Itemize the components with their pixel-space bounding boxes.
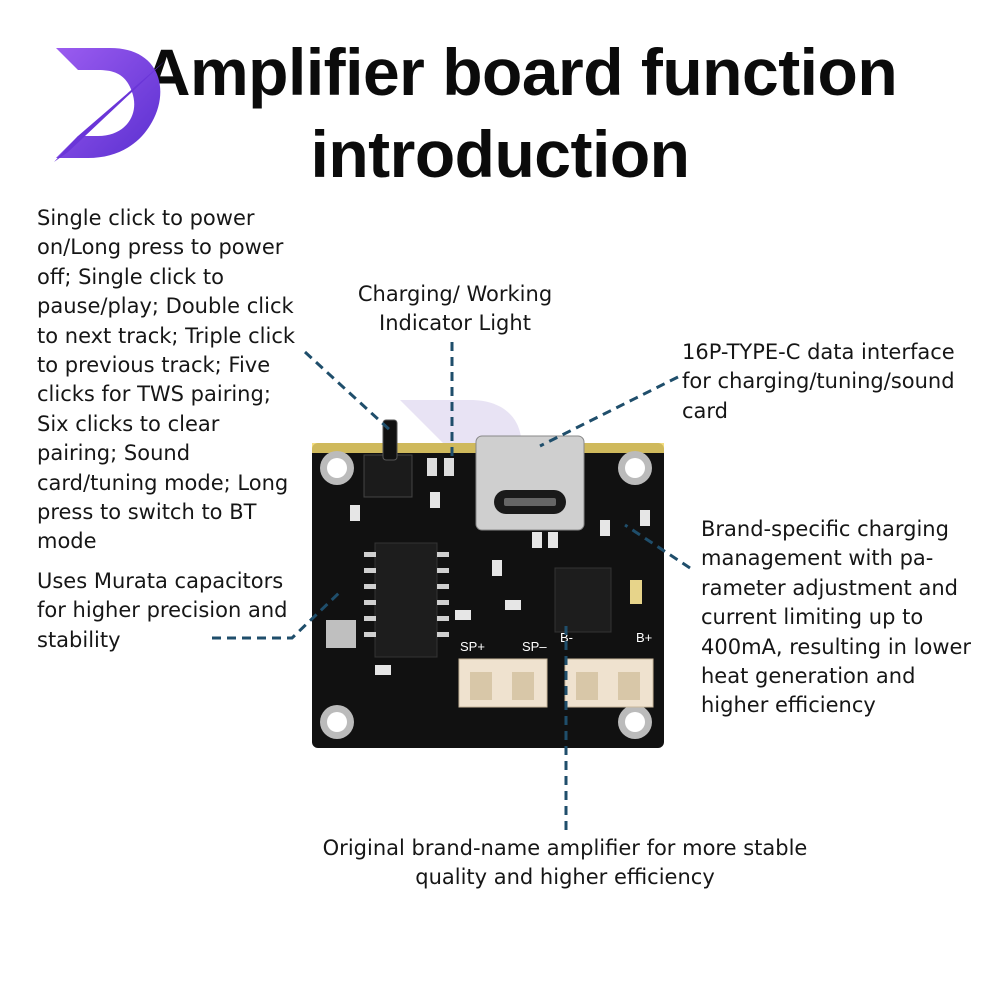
ic-pins: [364, 552, 449, 637]
leader-charging: [624, 523, 691, 570]
silk-b-minus: B-: [560, 630, 573, 645]
left-ic-chip: [374, 542, 438, 658]
silk-sp-plus: SP+: [460, 639, 485, 654]
battery-pin-slot: [576, 672, 598, 700]
led-2: [444, 458, 454, 476]
title-line-1: Amplifier board function: [142, 35, 898, 109]
silk-b-plus: B+: [636, 630, 652, 645]
murata-capacitors-label: Uses Murata capacitors for higher precis…: [37, 569, 288, 652]
charging-management-label: Brand-specific charging management with …: [701, 517, 972, 718]
leader-typec: [539, 375, 679, 448]
tactile-switch: [363, 454, 413, 498]
amplifier-chip-label: Original brand-name amplifier for more s…: [322, 836, 808, 890]
leader-capacitors: [212, 590, 342, 640]
title-line-2: introduction: [310, 117, 690, 191]
mounting-holes: [320, 451, 652, 739]
button-function-label: Single click to power on/Long press to p…: [37, 206, 296, 554]
speaker-pin-slot: [512, 672, 534, 700]
switch-plunger: [382, 419, 398, 461]
purple-d-logo-icon: [54, 48, 166, 162]
crystal-oscillator: [326, 620, 356, 648]
led-1: [427, 458, 437, 476]
amplifier-ic-chip: [554, 567, 612, 633]
usb-c-tongue: [504, 498, 556, 506]
smd-components: [350, 492, 650, 675]
indicator-light-label: Charging/ Working Indicator Light: [357, 282, 553, 336]
silk-sp-minus: SP–: [522, 639, 547, 654]
type-c-interface-label: 16P-TYPE-C data interface for charging/t…: [682, 340, 955, 423]
battery-pin-slot: [618, 672, 640, 700]
leader-button: [303, 350, 394, 434]
speaker-pin-slot: [470, 672, 492, 700]
